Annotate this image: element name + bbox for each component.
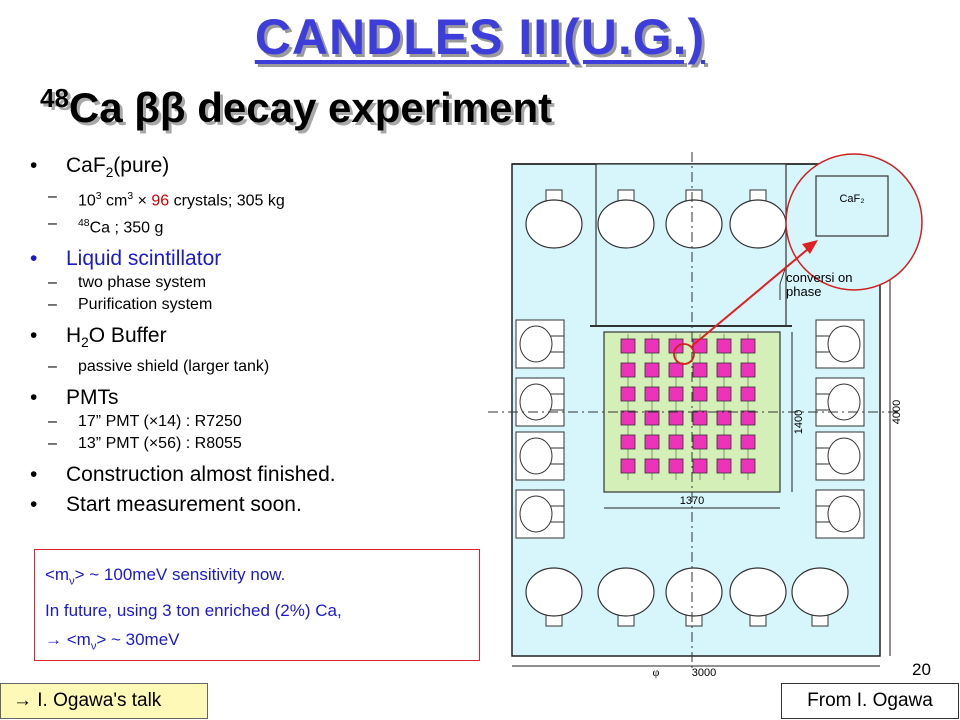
double-beta-symbol: ββ [134,84,186,131]
mass-number: 48 [40,83,69,113]
bullet-caf2: CaF2(pure) [28,152,498,186]
pmt-13-inch [515,431,565,481]
sub-bullet-13-pmt: 13” PMT (×56) : R8055 [28,433,498,455]
detector-diagram: 1400 4000 1370 φ 3000 CaF₂ conversi on p… [488,152,923,679]
dim-label-4000: 4000 [891,400,903,424]
caf2-crystal [620,338,636,354]
caf2-crystal [644,362,660,378]
pmt-13-inch [515,319,565,369]
caf2-crystal [644,458,660,474]
sensitivity-box: <mν> ~ 100meV sensitivity now. In future… [34,549,480,661]
caf2-crystal [692,410,708,426]
pmt-13-inch [515,489,565,539]
caf2-crystal [740,458,756,474]
bullet-pmts: PMTs [28,384,498,411]
sub-bullet-purification: Purification system [28,294,498,316]
bullet-list: CaF2(pure) 103 cm3 × 96 crystals; 305 kg… [28,150,498,518]
pmt-13-inch [815,431,865,481]
pmt-17-inch [729,567,787,627]
caf2-crystal [716,338,732,354]
dim-label-1370: 1370 [680,495,704,507]
pmt-13-inch [515,377,565,427]
caf2-crystal [740,410,756,426]
caf2-crystal [692,338,708,354]
caf2-crystal [740,338,756,354]
bullet-construction: Construction almost finished. [28,461,498,488]
sub-bullet-two-phase: two phase system [28,272,498,294]
pmt-17-inch [525,189,583,249]
caf2-crystal [644,410,660,426]
caf2-crystal [620,434,636,450]
caf2-crystal [740,434,756,450]
caf2-crystal [620,458,636,474]
caf2-crystal [668,338,684,354]
caf2-crystal [620,362,636,378]
pmt-13-inch [815,319,865,369]
sub-bullet-passive-shield: passive shield (larger tank) [28,356,498,378]
pmt-17-inch [525,567,583,627]
bullet-start-measurement: Start measurement soon. [28,491,498,518]
zoom-crystal [815,175,889,237]
slide-subtitle: 48Ca ββ decay experiment [40,84,552,132]
bullet-h2o-buffer: H2O Buffer [28,322,498,356]
highlight-circle [673,343,695,365]
caf2-crystal [740,386,756,402]
arrow-right-icon: → [45,630,62,650]
crystal-array [620,334,756,480]
dim-label-1400: 1400 [793,410,805,434]
bullet-liquid-scintillator: Liquid scintillator [28,245,498,272]
caf2-crystal [644,386,660,402]
zoom-arrow [691,243,815,347]
pmt-17-inch [665,189,723,249]
conversion-label-1: conversi on [786,270,852,285]
zoom-arrow-head [802,240,818,254]
zoom-crystal-label: CaF₂ [839,193,864,205]
caf2-crystal [716,458,732,474]
caf2-crystal [716,362,732,378]
dim-label-3000: 3000 [692,667,716,679]
ogawa-talk-link[interactable]: → I. Ogawa's talk [0,683,208,719]
sub-bullet-17-pmt: 17” PMT (×14) : R7250 [28,411,498,433]
pmt-17-inch [791,567,849,627]
pmt-array [515,189,865,627]
source-credit: From I. Ogawa [781,683,959,719]
caf2-crystal [668,434,684,450]
caf2-crystal [620,410,636,426]
caf2-crystal [692,362,708,378]
subtitle-text: decay experiment [197,84,553,131]
caf2-crystal [716,410,732,426]
caf2-crystal [692,458,708,474]
conversion-label-2: phase [786,284,821,299]
caf2-crystal [716,434,732,450]
caf2-crystal [716,386,732,402]
caf2-crystal [692,434,708,450]
dim-phi-symbol: φ [653,665,660,679]
caf2-crystal [644,434,660,450]
slide-title: CANDLES III(U.G.) [254,9,706,65]
caf2-crystal [668,410,684,426]
caf2-crystal [620,386,636,402]
sub-bullet-ca48: 48Ca ; 350 g [28,213,498,239]
pmt-17-inch [597,567,655,627]
caf2-crystal [644,338,660,354]
sensitivity-line-future: In future, using 3 ton enriched (2%) Ca, [45,601,342,621]
caf2-crystal [692,386,708,402]
pmt-17-inch [665,567,723,627]
caf2-crystal [668,386,684,402]
caf2-crystal [740,362,756,378]
element-symbol: Ca [68,84,123,131]
page-number: 20 [912,660,931,679]
sub-bullet-crystals: 103 cm3 × 96 crystals; 305 kg [28,186,498,212]
caf2-crystal [668,458,684,474]
sensitivity-line-target: → <mν> ~ 30meV [45,630,180,653]
caf2-crystal [668,362,684,378]
pmt-13-inch [815,489,865,539]
pmt-17-inch [597,189,655,249]
sensitivity-line-now: <mν> ~ 100meV sensitivity now. [45,565,286,588]
pmt-13-inch [815,377,865,427]
